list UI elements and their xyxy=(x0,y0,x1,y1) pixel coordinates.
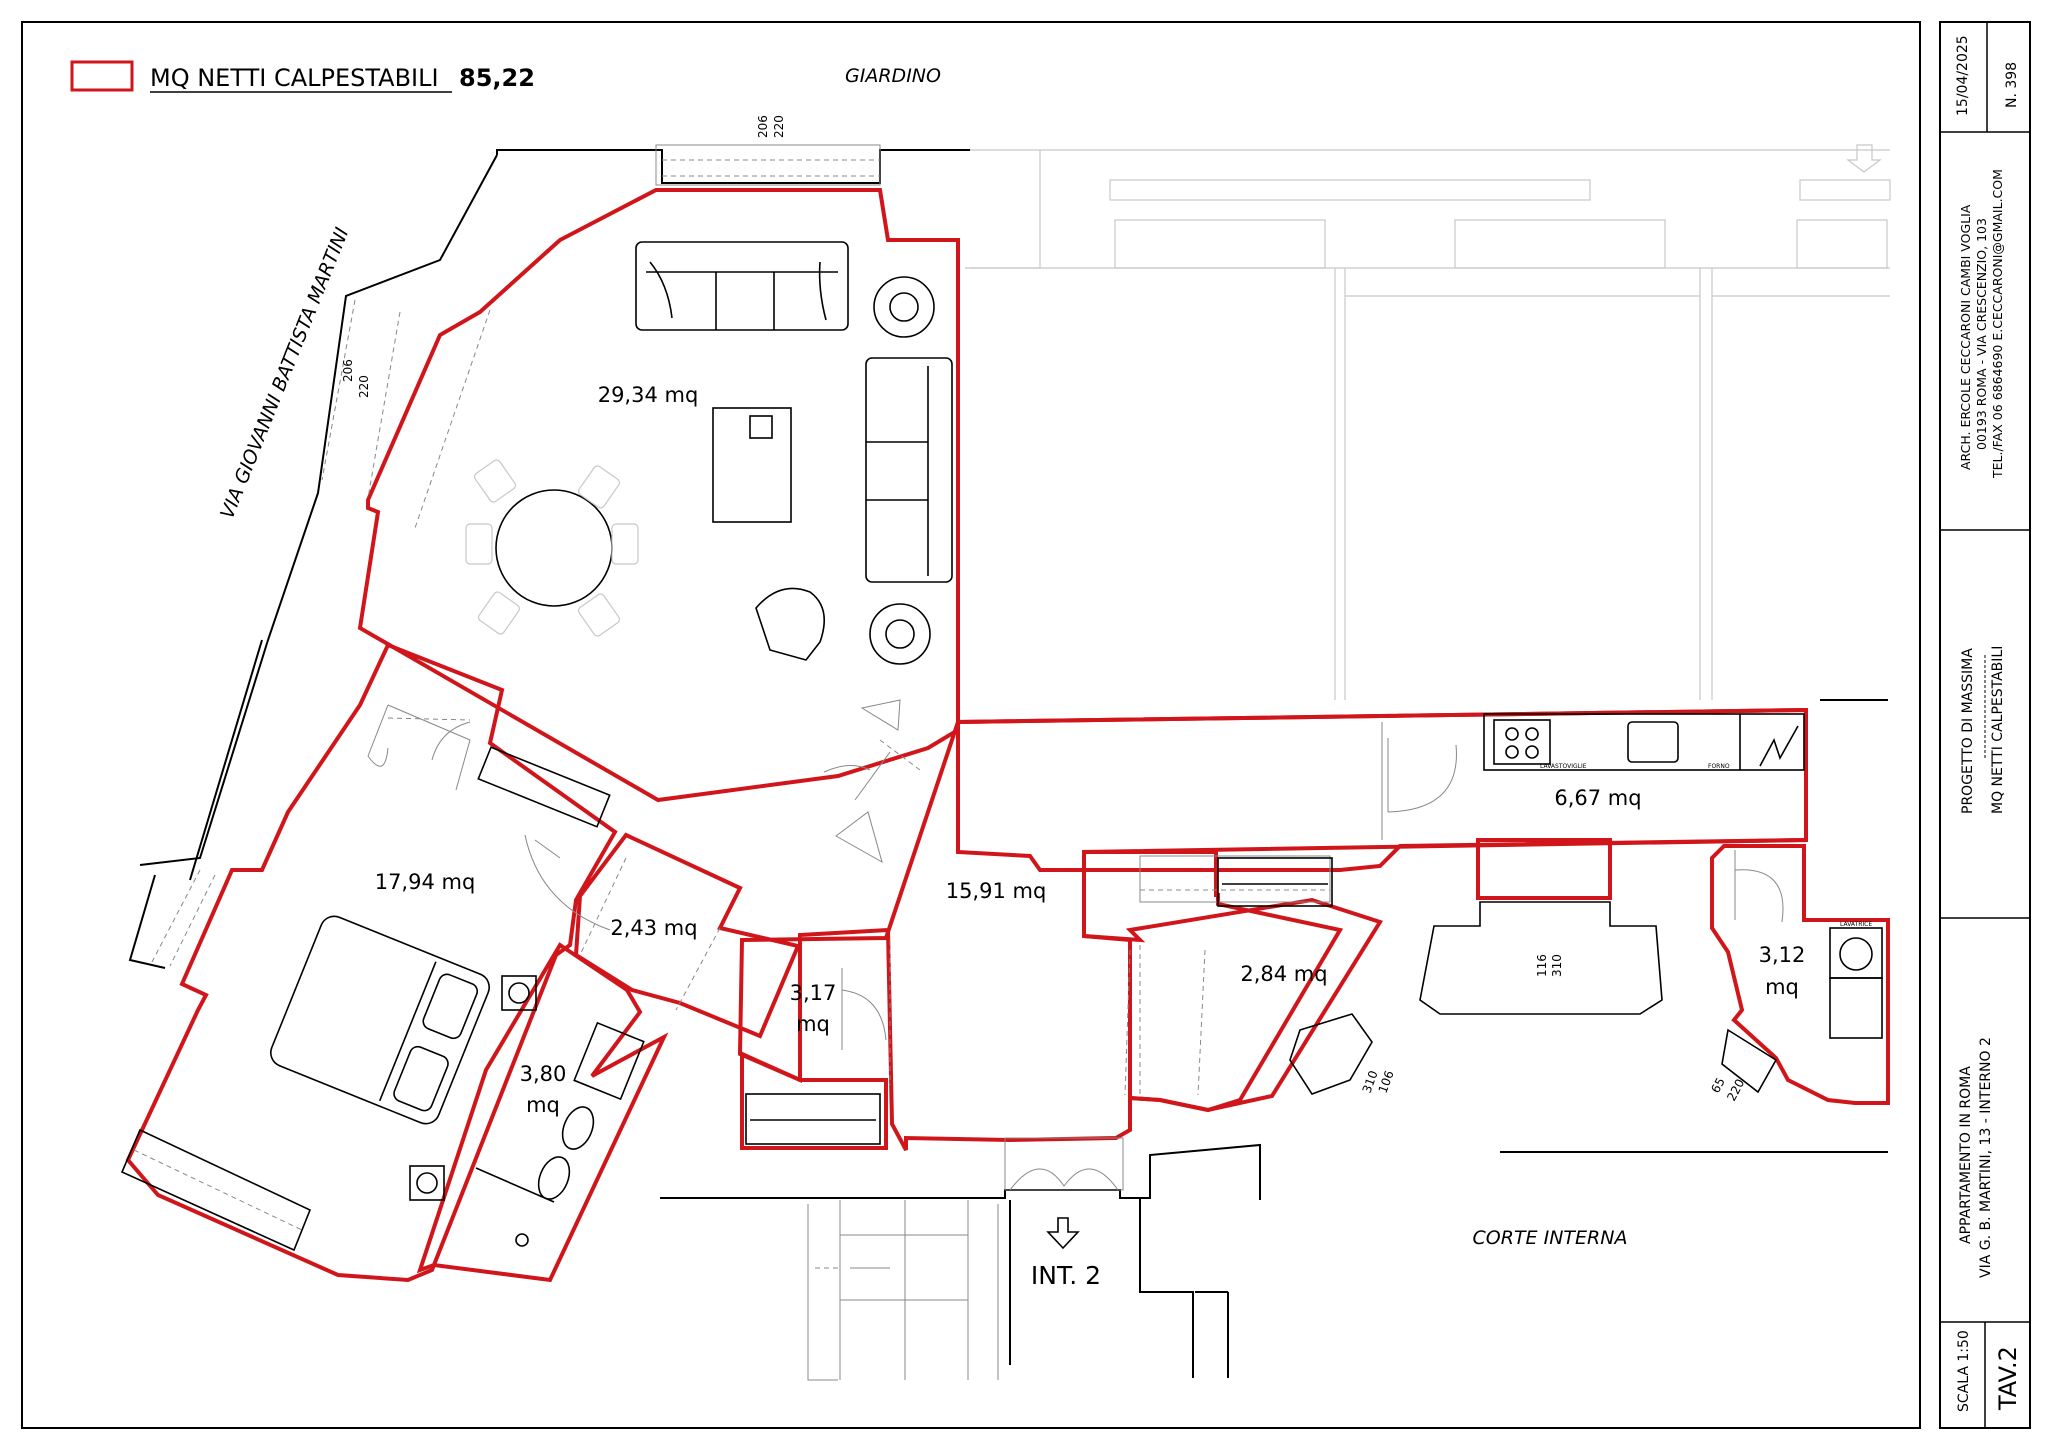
tb-sheet: TAV.2 xyxy=(1994,1346,2022,1411)
area-storage: 2,84 mq xyxy=(1240,962,1327,986)
tb-property-2: VIA G. B. MARTINI, 13 - INTERNO 2 xyxy=(1978,1037,1994,1278)
tb-date: 15/04/2025 xyxy=(1955,35,1971,116)
title-block xyxy=(1939,21,2031,1429)
area-wc-small-1: 3,12 xyxy=(1759,943,1806,967)
bay-window-left xyxy=(1289,1013,1373,1095)
entrance-arrow-icon xyxy=(1046,1217,1080,1250)
nightstand-bottom xyxy=(409,1165,445,1201)
wardrobe xyxy=(120,1128,312,1252)
outline-center-win xyxy=(1476,838,1612,900)
dim-court-center-2: 310 xyxy=(1550,954,1564,977)
area-living: 29,34 mq xyxy=(598,383,699,407)
bathroom-fixtures xyxy=(475,1021,645,1247)
outline-living xyxy=(357,188,960,803)
area-entry-1: 3,17 xyxy=(790,981,837,1005)
tb-project: PROGETTO DI MASSIMA xyxy=(1960,648,1976,814)
area-wc-small-2: mq xyxy=(1765,975,1799,999)
area-bedroom: 17,94 mq xyxy=(375,870,476,894)
washer xyxy=(1829,927,1883,1039)
dim-court-right-1: 65 xyxy=(1708,1075,1728,1095)
label-street: VIA GIOVANNI BATTISTA MARTINI xyxy=(216,224,353,522)
rug xyxy=(712,407,792,523)
sofa-right xyxy=(865,357,953,583)
tb-architect-name: ARCH. ERCOLE CECCARONI CAMBI VOGLIA xyxy=(1958,204,1973,470)
area-kitchen: 6,67 mq xyxy=(1554,786,1641,810)
legend-swatch xyxy=(70,60,134,92)
area-hallway: 15,91 mq xyxy=(946,879,1047,903)
legend-total: 85,22 xyxy=(459,64,535,92)
tb-scale: SCALA 1:50 xyxy=(1956,1330,1972,1412)
area-entry-2: mq xyxy=(796,1012,830,1036)
dim-garden-1: 206 xyxy=(756,115,770,138)
legend-label: MQ NETTI CALPESTABILI xyxy=(150,64,439,92)
label-giardino: GIARDINO xyxy=(845,65,941,87)
area-bathroom-1: 3,80 xyxy=(520,1062,567,1086)
outline-kitchen xyxy=(956,707,1808,872)
tb-number: N. 398 xyxy=(2004,62,2020,108)
interior-lines xyxy=(151,144,1784,1191)
label-entrance: INT. 2 xyxy=(1031,1261,1101,1290)
side-table-bottom xyxy=(869,603,931,665)
area-bathroom-2: mq xyxy=(526,1093,560,1117)
dim-street-1: 206 xyxy=(341,359,355,382)
outline-wc-small xyxy=(1710,844,1890,1105)
bed xyxy=(270,915,490,1125)
dining-table xyxy=(465,459,639,637)
closet-rail-entry xyxy=(745,1093,881,1145)
tb-architect-contact: TEL./FAX 06 6864690 E.CECCARONI@GMAIL.CO… xyxy=(1990,169,2005,479)
furniture xyxy=(120,241,1883,1252)
sheet-frame xyxy=(21,21,1921,1429)
sofa-top xyxy=(635,241,849,331)
label-dishwasher: LAVASTOVIGLIE xyxy=(1540,763,1587,770)
armchair xyxy=(755,587,826,661)
outline-closet xyxy=(573,832,801,1039)
tb-subject: MQ NETTI CALPESTABILI xyxy=(1990,646,2006,814)
tb-property-1: APPARTAMENTO IN ROMA xyxy=(1958,1066,1974,1244)
outline-storage-bot xyxy=(740,1050,888,1150)
side-table-top xyxy=(873,276,935,338)
adjacent-building xyxy=(965,144,1891,700)
area-outlines xyxy=(125,188,1890,1283)
building-walls xyxy=(128,149,1888,1381)
outline-bathroom xyxy=(416,942,669,1283)
dim-court-left-1: 106 xyxy=(1376,1069,1397,1095)
small-item xyxy=(749,415,773,439)
dim-street-2: 220 xyxy=(357,375,371,398)
label-washer: LAVATRICE xyxy=(1840,921,1872,928)
label-courtyard: CORTE INTERNA xyxy=(1473,1227,1628,1249)
dim-court-center-1: 116 xyxy=(1535,954,1549,977)
label-oven: FORNO xyxy=(1708,763,1730,770)
kitchen-counter xyxy=(1483,713,1805,771)
area-closet: 2,43 mq xyxy=(610,916,697,940)
outline-bedroom xyxy=(125,642,618,1283)
tb-architect-address: 00193 ROMA - VIA CRESCENZIO, 103 xyxy=(1974,218,1989,450)
outline-hallway xyxy=(737,707,1808,1151)
closet-rail-hall xyxy=(1217,857,1333,907)
dim-garden-2: 220 xyxy=(772,115,786,138)
nightstand-top xyxy=(501,975,537,1011)
bay-window-center xyxy=(1419,901,1663,1015)
bay-window-right xyxy=(1721,1028,1778,1094)
